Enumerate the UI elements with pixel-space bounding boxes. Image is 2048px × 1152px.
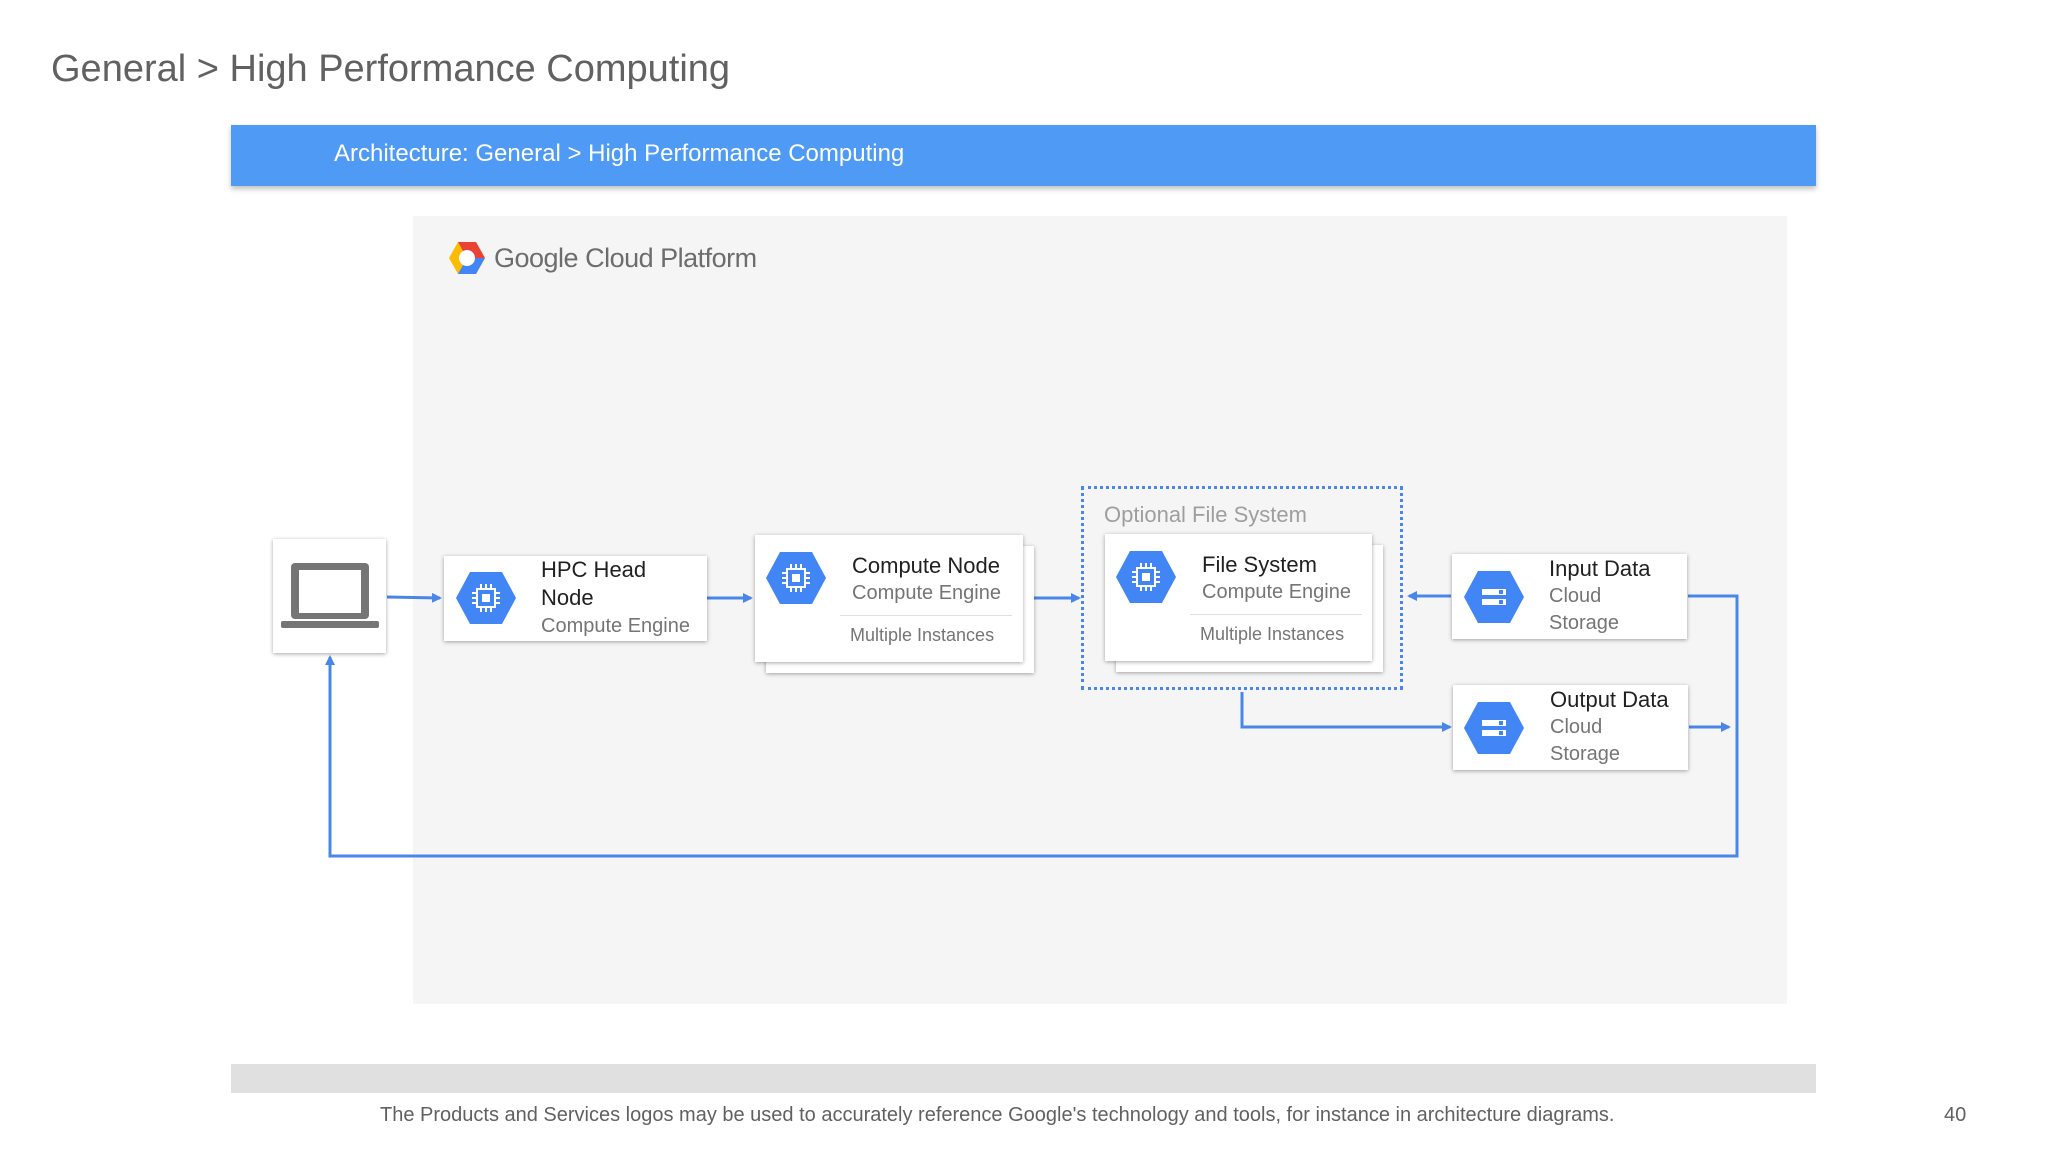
optional-file-system-group: [1081, 486, 1403, 690]
cloud-storage-icon: [1464, 571, 1524, 623]
compute-node-title: Compute Node: [852, 553, 1000, 578]
compute-engine-icon: [766, 552, 826, 604]
banner-title: Architecture: General > High Performance…: [334, 140, 905, 167]
arrow-input-to-output-side: [325, 594, 1739, 858]
arrow-fs-to-output: [1240, 692, 1452, 732]
compute-node-divider: [840, 615, 1012, 616]
file-system-divider: [1190, 614, 1362, 615]
gcp-hexagon-icon: [449, 242, 485, 274]
client-laptop-card: [273, 539, 386, 653]
arrow-client-to-head: [386, 592, 442, 603]
gcp-logo: Google Cloud Platform: [448, 238, 757, 278]
architecture-banner: Architecture: General > High Performance…: [231, 125, 1816, 186]
file-system-title: File System: [1202, 552, 1317, 577]
input-data-service-1: Cloud: [1549, 585, 1602, 607]
input-data-service-2: Storage: [1549, 612, 1620, 634]
gcp-logo-text: Google Cloud Platform: [494, 242, 757, 273]
output-data-service-2: Storage: [1550, 743, 1621, 765]
input-data-title: Input Data: [1549, 556, 1651, 581]
laptop-icon: [281, 563, 379, 628]
compute-node-service: Compute Engine: [852, 582, 1001, 604]
cloud-storage-icon: [1464, 702, 1524, 754]
optional-file-system-label: Optional File System: [1104, 502, 1307, 527]
hpc-head-title-1: HPC Head: [541, 557, 647, 582]
footer-bar: [231, 1064, 1816, 1093]
output-data-title: Output Data: [1550, 687, 1669, 712]
compute-node-note: Multiple Instances: [850, 625, 995, 645]
output-data-service-1: Cloud: [1550, 716, 1603, 738]
compute-engine-icon: [456, 572, 516, 624]
compute-engine-icon: [1116, 551, 1176, 603]
hpc-head-title-2: Node: [541, 585, 594, 610]
page-title: General > High Performance Computing: [51, 48, 731, 90]
hpc-head-service: Compute Engine: [541, 615, 690, 637]
file-system-note: Multiple Instances: [1200, 624, 1345, 644]
page-number: 40: [1944, 1104, 1967, 1126]
file-system-service: Compute Engine: [1202, 581, 1351, 603]
footer-note: The Products and Services logos may be u…: [380, 1104, 1615, 1126]
